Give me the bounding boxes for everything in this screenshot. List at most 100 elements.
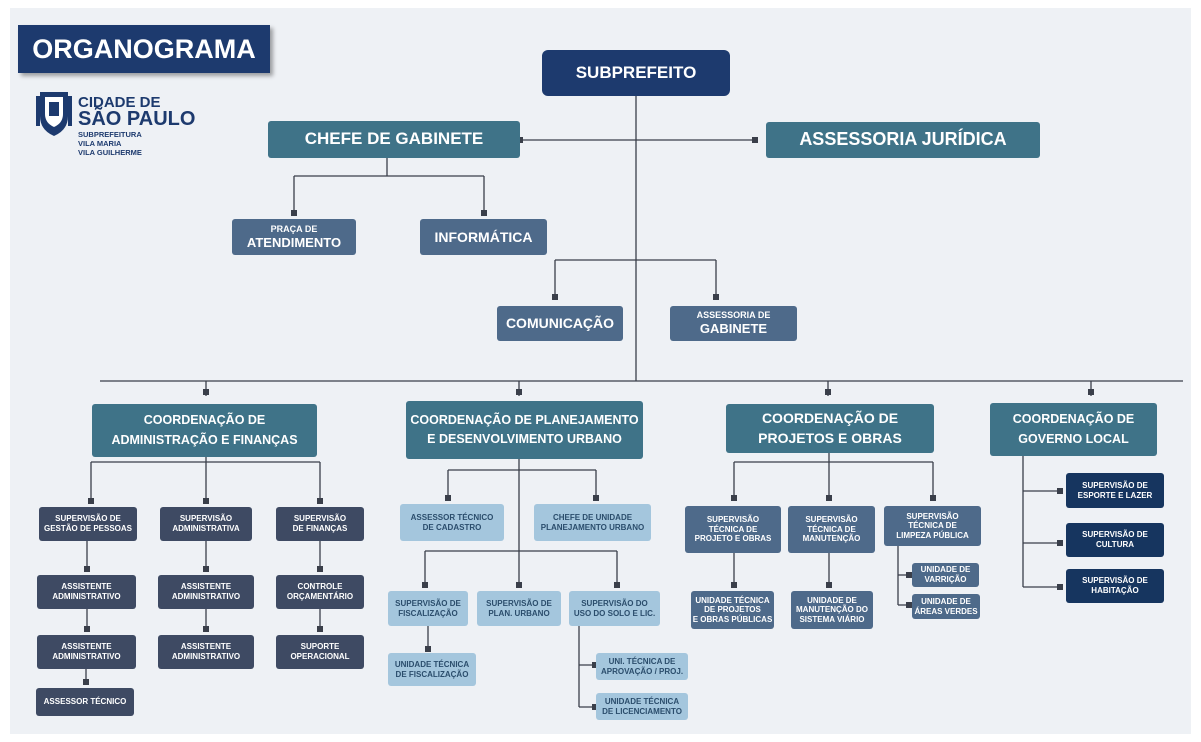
node-sup-uso-solo: SUPERVISÃO DO USO DO SOLO E LIC. <box>569 591 660 626</box>
node-label-line1: COORDENAÇÃO DE <box>1012 412 1135 427</box>
node-subprefeito: SUBPREFEITO <box>542 50 730 96</box>
node-label-line2: GESTÃO DE PESSOAS <box>43 524 133 533</box>
node-label-line2: DE CADASTRO <box>422 522 482 532</box>
node-label-line1: SUPERVISÃO <box>805 515 858 525</box>
node-informatica: INFORMÁTICA <box>420 219 547 255</box>
node-label-line2: ATENDIMENTO <box>246 234 342 250</box>
node-unidade-varricao: UNIDADE DE VARRIÇÃO <box>912 563 979 587</box>
node-label-line1: SUPERVISÃO DE <box>55 514 121 524</box>
node-label-line1: UNIDADE DE <box>920 565 971 575</box>
node-assessor-cadastro: ASSESSOR TÉCNICO DE CADASTRO <box>400 504 504 541</box>
node-label: SUBPREFEITO <box>575 62 697 82</box>
logo-subprefeitura: SUBPREFEITURA <box>78 130 142 139</box>
node-label: CHEFE DE GABINETE <box>304 129 484 149</box>
node-label-line2: TÉCNICA DE <box>908 521 957 531</box>
node-label-line3: LIMPEZA PÚBLICA <box>896 530 969 540</box>
node-sup-tec-manutencao: SUPERVISÃO TÉCNICA DE MANUTENÇÃO <box>788 506 875 553</box>
node-assessoria-juridica: ASSESSORIA JURÍDICA <box>766 122 1040 158</box>
node-label-line2: TÉCNICA DE <box>807 524 856 534</box>
node-label-line1: UNIDADE DE <box>921 596 971 606</box>
node-label-line1: ASSISTENTE <box>61 642 112 652</box>
logo-vila-guilherme: VILA GUILHERME <box>78 148 142 157</box>
node-sup-cultura: SUPERVISÃO DE CULTURA <box>1066 523 1164 557</box>
node-label-line1: COORDENAÇÃO DE PLANEJAMENTO <box>410 412 639 427</box>
node-assistente-administrativo: ASSISTENTE ADMINISTRATIVO <box>37 635 136 669</box>
node-label-line1: SUPERVISÃO <box>906 511 959 521</box>
node-sup-habitacao: SUPERVISÃO DE HABITAÇÃO <box>1066 569 1164 603</box>
node-label-line1: SUPORTE <box>300 642 340 652</box>
node-label-line1: SUPERVISÃO DE <box>1082 530 1148 540</box>
node-sup-financas: SUPERVISÃO DE FINANÇAS <box>276 507 364 541</box>
node-label-line1: ASSESSORIA DE <box>696 310 771 321</box>
node-sup-gestao-pessoas: SUPERVISÃO DE GESTÃO DE PESSOAS <box>39 507 137 541</box>
node-suporte-operacional: SUPORTE OPERACIONAL <box>276 635 364 669</box>
node-assistente-administrativo: ASSISTENTE ADMINISTRATIVO <box>158 635 254 669</box>
node-label-line3: SISTEMA VIÁRIO <box>799 614 865 624</box>
node-praca-atendimento: PRAÇA DE ATENDIMENTO <box>232 219 356 255</box>
node-unidade-areas-verdes: UNIDADE DE ÁREAS VERDES <box>912 594 980 619</box>
node-assistente-administrativo: ASSISTENTE ADMINISTRATIVO <box>158 575 254 609</box>
node-label-line3: MANUTENÇÃO <box>802 534 861 544</box>
node-assessoria-gabinete: ASSESSORIA DE GABINETE <box>670 306 797 341</box>
node-sup-fiscalizacao: SUPERVISÃO DE FISCALIZAÇÃO <box>388 591 468 626</box>
node-label-line2: ADMINISTRATIVO <box>52 652 121 661</box>
node-label-line1: SUPERVISÃO <box>706 515 760 525</box>
node-uni-aprovacao: UNI. TÉCNICA DE APROVAÇÃO / PROJ. <box>596 653 688 680</box>
node-label-line2: VARRIÇÃO <box>924 575 967 584</box>
node-label-line3: PROJETO E OBRAS <box>694 534 772 544</box>
node-chefe-gabinete: CHEFE DE GABINETE <box>268 121 520 158</box>
node-label-line1: SUPERVISÃO DE <box>1082 480 1148 490</box>
node-label-line2: MANUTENÇÃO DO <box>796 605 868 615</box>
node-label-line2: E DESENVOLVIMENTO URBANO <box>427 432 622 446</box>
node-label-line2: DE FISCALIZAÇÃO <box>395 669 469 679</box>
node-label-line1: CHEFE DE UNIDADE <box>552 512 633 522</box>
node-label-line1: SUPERVISÃO DE <box>1082 576 1148 586</box>
node-label-line1: ASSISTENTE <box>180 642 232 652</box>
node-label-line2: ADMINISTRATIVO <box>171 652 241 661</box>
node-label-line1: SUPERVISÃO <box>293 514 347 524</box>
node-sup-tec-limpeza: SUPERVISÃO TÉCNICA DE LIMPEZA PÚBLICA <box>884 506 981 546</box>
node-label-line1: ASSESSOR TÉCNICO <box>410 512 494 522</box>
node-label-line2: ADMINISTRATIVO <box>52 592 121 601</box>
node-unidade-manutencao-viario: UNIDADE DE MANUTENÇÃO DO SISTEMA VIÁRIO <box>791 591 873 629</box>
node-label-line1: UNIDADE DE <box>807 595 857 605</box>
node-label: COMUNICAÇÃO <box>505 315 615 332</box>
node-label: INFORMÁTICA <box>434 228 533 245</box>
node-coord-adm-financas: COORDENAÇÃO DE ADMINISTRAÇÃO E FINANÇAS <box>92 404 317 457</box>
node-label-line2: FISCALIZAÇÃO <box>398 608 458 618</box>
logo-line2: SÃO PAULO <box>78 108 196 130</box>
node-coord-projetos-obras: COORDENAÇÃO DE PROJETOS E OBRAS <box>726 404 934 453</box>
node-label-line1: SUPERVISÃO <box>179 514 233 524</box>
node-label-line2: ADMINISTRATIVA <box>172 524 240 533</box>
node-label-line2: ADMINISTRAÇÃO E FINANÇAS <box>111 432 298 447</box>
node-label-line1: ASSISTENTE <box>61 582 112 592</box>
coat-of-arms-icon <box>36 92 72 136</box>
node-label-line1: SUPERVISÃO DO <box>581 598 648 608</box>
node-label-line2: TÉCNICA DE <box>708 524 758 534</box>
node-label-line1: UNIDADE TÉCNICA <box>394 659 470 669</box>
city-logo: CIDADE DE SÃO PAULO SUBPREFEITURA VILA M… <box>34 88 204 158</box>
node-label-line1: UNI. TÉCNICA DE <box>608 656 676 666</box>
node-label-line2: PLANEJAMENTO URBANO <box>540 522 645 532</box>
node-label-line2: PLAN. URBANO <box>488 608 550 618</box>
node-label-line2: PROJETOS E OBRAS <box>758 429 902 446</box>
node-unidade-projetos-obras: UNIDADE TÉCNICA DE PROJETOS E OBRAS PÚBL… <box>691 591 774 629</box>
node-comunicacao: COMUNICAÇÃO <box>497 306 623 341</box>
node-label-line1: COORDENAÇÃO DE <box>761 409 899 426</box>
node-controle-orcamentario: CONTROLE ORÇAMENTÁRIO <box>276 575 364 609</box>
node-assessor-tecnico: ASSESSOR TÉCNICO <box>36 688 134 716</box>
node-label-line1: PRAÇA DE <box>270 223 318 234</box>
node-label: ASSESSOR TÉCNICO <box>43 697 127 707</box>
node-label-line2: GOVERNO LOCAL <box>1018 431 1129 446</box>
node-sup-esporte-lazer: SUPERVISÃO DE ESPORTE E LAZER <box>1066 473 1164 508</box>
node-label-line2: CULTURA <box>1095 540 1135 549</box>
node-label-line1: SUPERVISÃO DE <box>395 598 461 608</box>
node-label-line2: DE FINANÇAS <box>292 524 348 533</box>
node-label-line1: ASSISTENTE <box>180 582 232 592</box>
logo-vila-maria: VILA MARIA <box>78 139 122 148</box>
node-sup-tec-projeto-obras: SUPERVISÃO TÉCNICA DE PROJETO E OBRAS <box>685 506 781 553</box>
node-label-line1: UNIDADE TÉCNICA <box>604 696 680 706</box>
node-label-line2: HABITAÇÃO <box>1091 586 1139 595</box>
node-label-line2: ÁREAS VERDES <box>914 606 978 616</box>
node-chefe-unidade-planejamento: CHEFE DE UNIDADE PLANEJAMENTO URBANO <box>534 504 651 541</box>
